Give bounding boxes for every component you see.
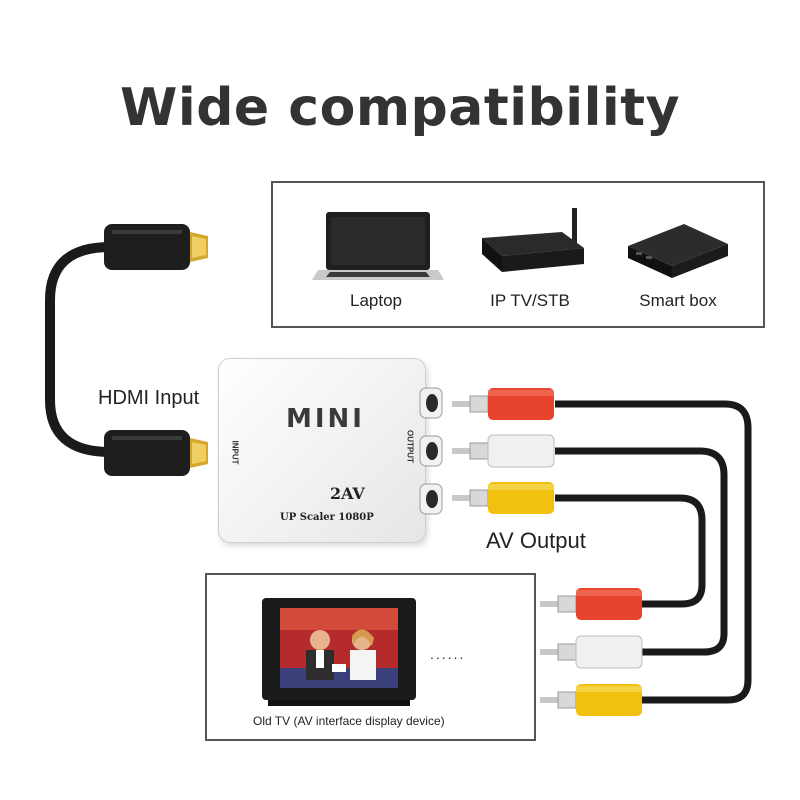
- converter-logo: MINI: [286, 404, 365, 434]
- tv-caption: Old TV (AV interface display device): [253, 714, 445, 728]
- rca-plug-red-bottom: [540, 588, 642, 620]
- device-label-smart-box: Smart box: [639, 291, 717, 310]
- av-output-label: AV Output: [486, 528, 586, 553]
- device-label-ip-tv-stb: IP TV/STB: [490, 291, 570, 310]
- ellipsis-text: ......: [430, 646, 466, 662]
- rca-plug-white-bottom: [540, 635, 643, 669]
- rca-plug-yellow-top: [452, 482, 554, 514]
- set-top-box-icon: [482, 208, 584, 272]
- device-label-laptop: Laptop: [350, 291, 402, 310]
- hdmi-input-label: HDMI Input: [98, 387, 200, 409]
- output-port-label: OUTPUT: [405, 430, 415, 463]
- rca-plug-white-top: [452, 434, 555, 468]
- rca-jacks: [419, 387, 443, 515]
- input-port-label: INPUT: [230, 440, 240, 465]
- hdmi-plug-top: [104, 224, 208, 270]
- rca-plug-yellow-bottom: [540, 684, 642, 716]
- converter-box: [218, 358, 426, 543]
- converter-model: 2AV: [330, 484, 365, 503]
- old-tv-icon: [262, 598, 416, 706]
- laptop-icon: [312, 212, 444, 280]
- page-title: Wide compatibility: [120, 78, 680, 138]
- hdmi-plug-bottom: [104, 430, 208, 476]
- smart-box-icon: [628, 224, 728, 278]
- converter-subtitle: UP Scaler 1080P: [280, 512, 374, 523]
- rca-plug-red-top: [452, 388, 554, 420]
